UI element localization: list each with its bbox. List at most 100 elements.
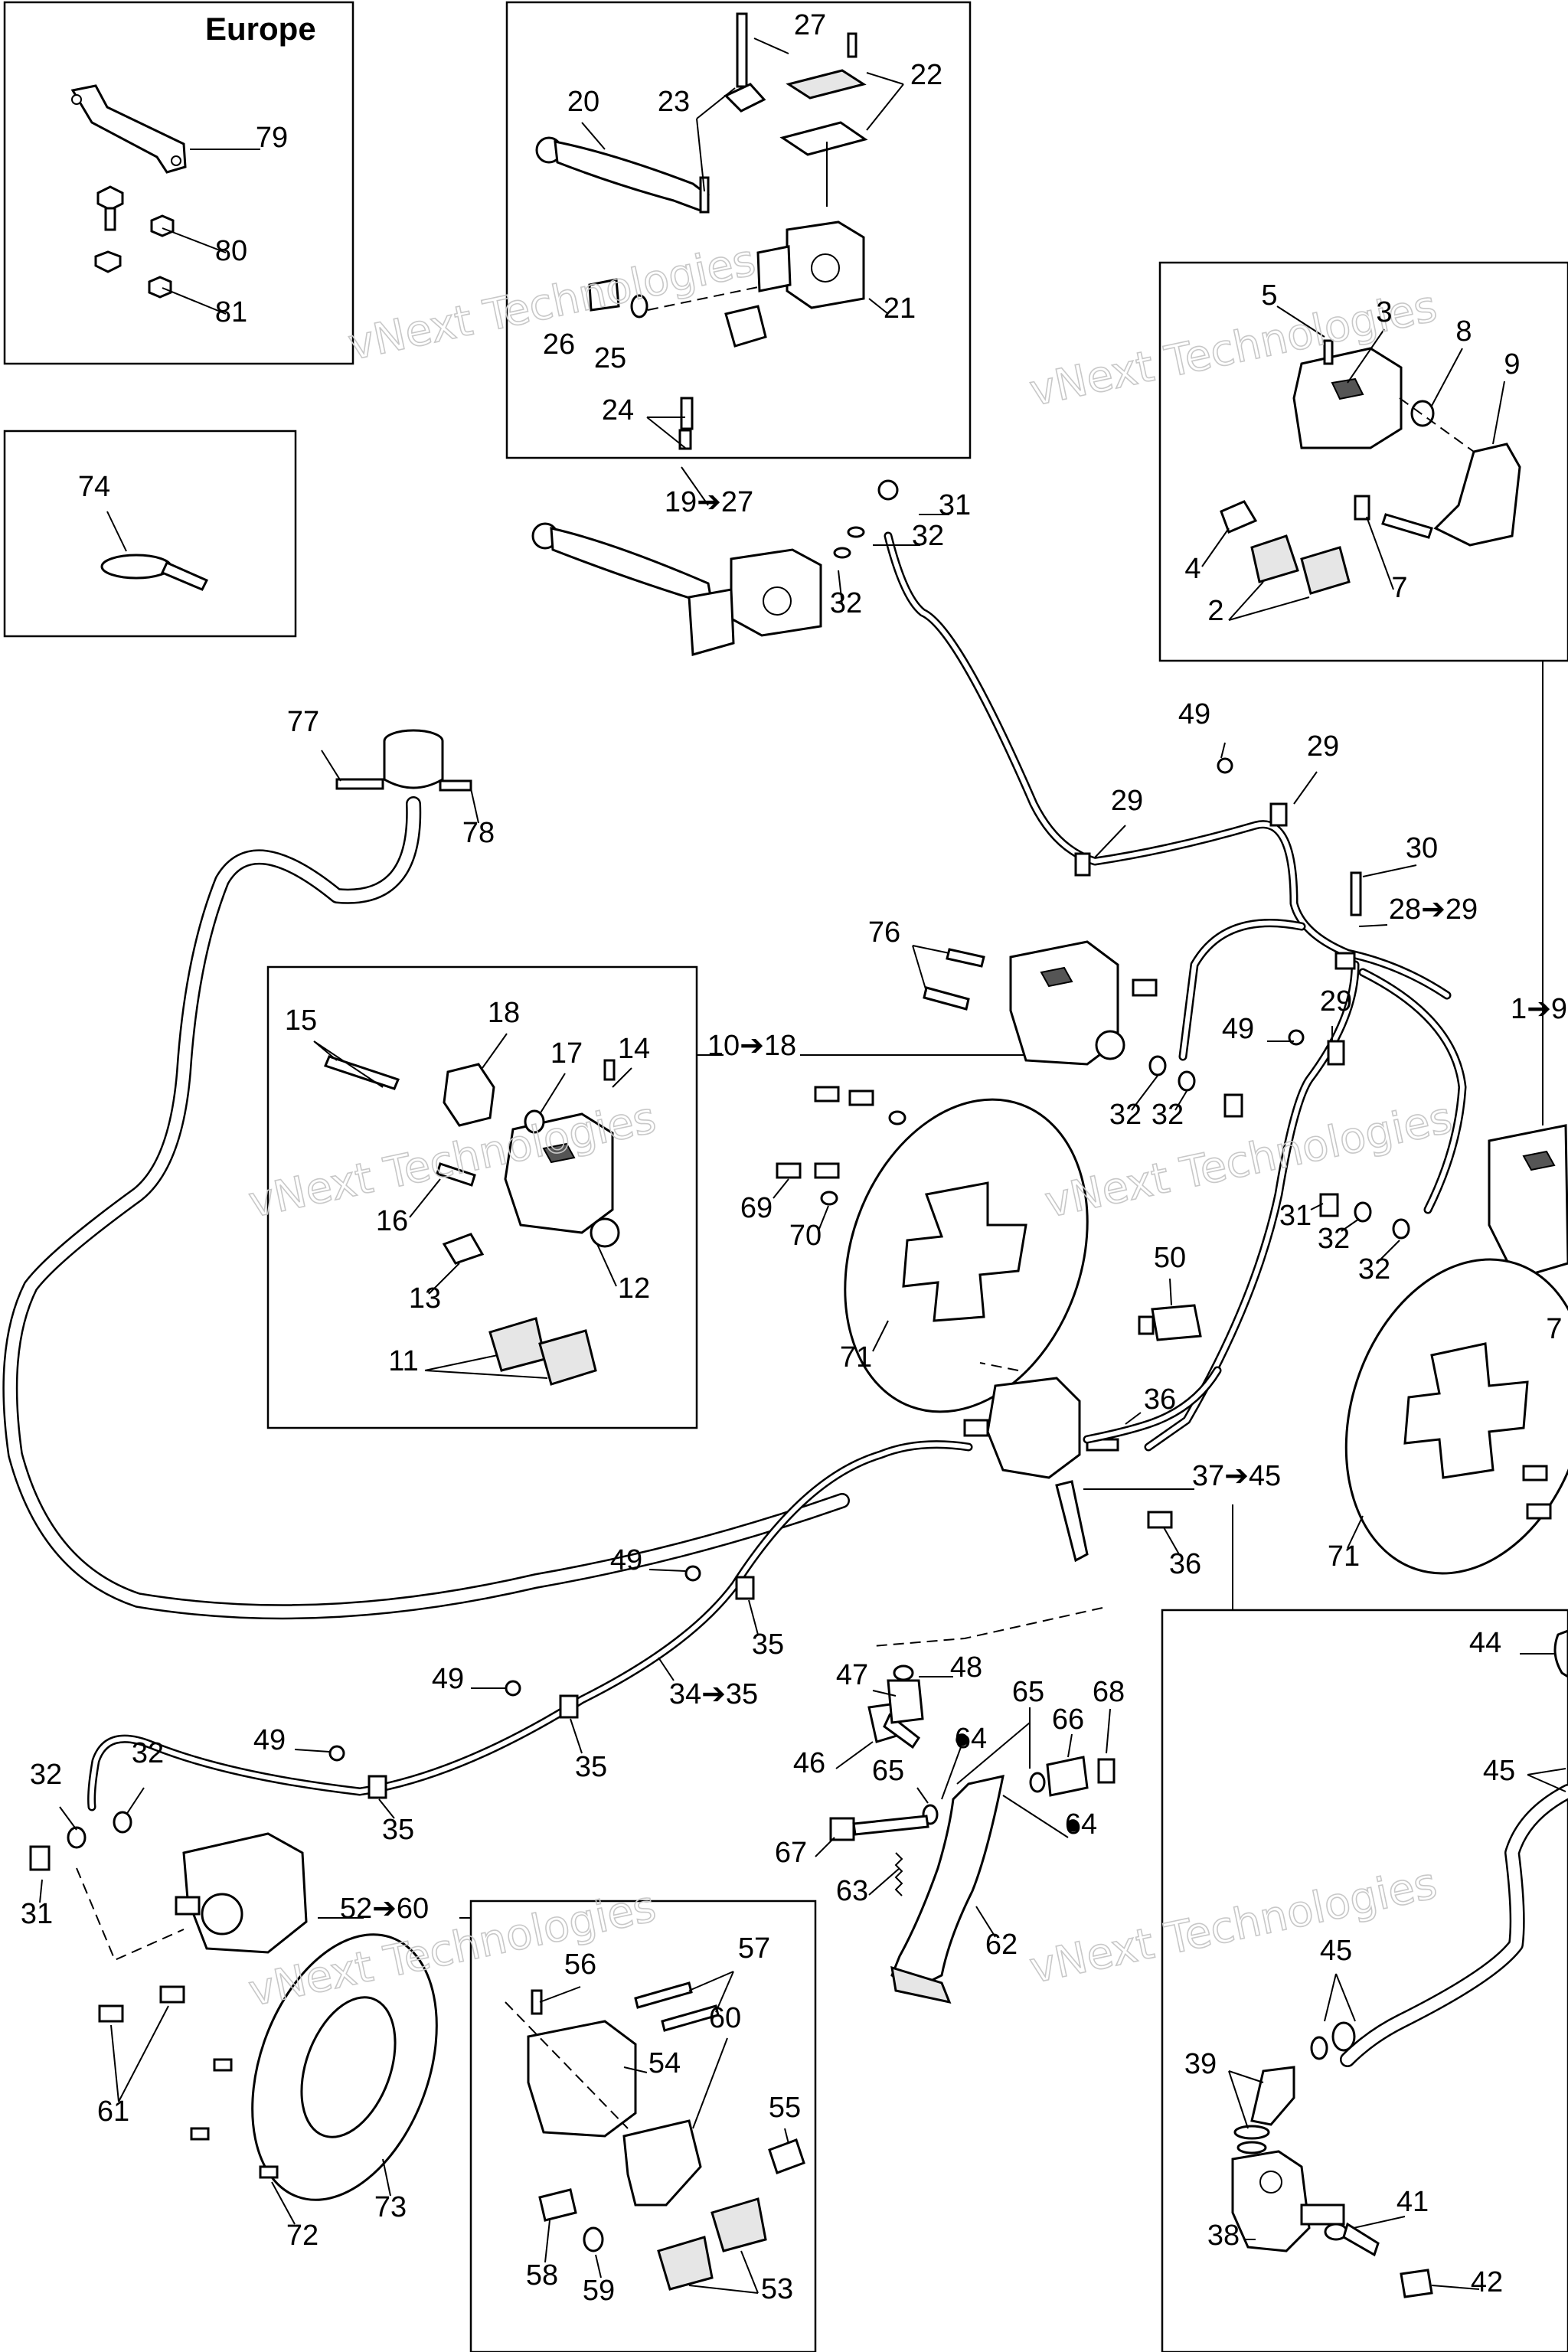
callout-c32e: 32 (1318, 1223, 1350, 1255)
callout-c10-18: 10➔18 (707, 1030, 796, 1062)
callout-c65b: 65 (872, 1755, 904, 1787)
callout-c81: 81 (215, 296, 247, 328)
bracket-60 (622, 2119, 702, 2207)
callout-c36a: 36 (1144, 1383, 1176, 1416)
callout-c32a: 32 (912, 520, 944, 552)
callout-c12: 12 (618, 1272, 650, 1305)
callout-c49d: 49 (432, 1663, 464, 1695)
callout-c15: 15 (285, 1004, 317, 1037)
callout-c20: 20 (567, 86, 599, 118)
callout-c59: 59 (583, 2275, 615, 2307)
callout-c56: 56 (564, 1949, 596, 1981)
brake-lever-20 (535, 136, 710, 212)
callout-c49b: 49 (1222, 1013, 1254, 1045)
caliper-3 (1292, 339, 1403, 449)
bolt-67 (829, 1815, 929, 1841)
svg-text:vNext Technologies: vNext Technologies (1040, 1093, 1456, 1228)
callout-c77: 77 (287, 706, 319, 738)
spring-55 (768, 2138, 805, 2174)
caliper-76 (923, 940, 1158, 1066)
callout-c76: 76 (868, 916, 900, 949)
callout-c24: 24 (602, 394, 634, 426)
callout-c49a: 49 (1178, 698, 1210, 730)
rear-caliper-box (469, 1900, 817, 2352)
callout-c41: 41 (1396, 2186, 1429, 2218)
boot-41-42 (1324, 2222, 1433, 2298)
droplet-64a: ● (953, 1723, 971, 1755)
bolts-72 (190, 2058, 279, 2179)
callout-c60: 60 (709, 2002, 741, 2034)
callout-c7: 7 (1391, 572, 1407, 604)
callout-c31c: 31 (21, 1898, 53, 1930)
callout-c5: 5 (1261, 279, 1277, 312)
clips-35 (328, 1565, 755, 1799)
callout-c67: 67 (775, 1837, 807, 1869)
callout-c78: 78 (462, 817, 495, 849)
pads-53 (657, 2197, 767, 2291)
callout-c14: 14 (618, 1033, 650, 1065)
bracket-9 (1433, 443, 1521, 547)
callout-c68: 68 (1093, 1676, 1125, 1708)
callout-c35b: 35 (575, 1751, 607, 1783)
callout-c31a: 31 (939, 489, 971, 521)
brake-line-28c (1358, 968, 1467, 1214)
svg-text:vNext Technologies: vNext Technologies (1025, 1859, 1441, 1994)
disc-71-right (1344, 1258, 1568, 1575)
clamp-box (3, 430, 297, 638)
callout-c31b: 31 (1279, 1200, 1312, 1232)
callout-c18a: 18 (488, 997, 520, 1029)
callout-c32h: 32 (132, 1737, 164, 1769)
caliper-54 (527, 1989, 637, 2138)
callout-c11: 11 (388, 1345, 418, 1377)
rear-caliper (175, 1832, 308, 1954)
callout-c8: 8 (1455, 315, 1472, 348)
disc-71-center (844, 1098, 1089, 1413)
spring-63 (894, 1852, 903, 1896)
bracket-79 (70, 84, 187, 174)
callout-c63: 63 (836, 1875, 868, 1907)
callout-c30: 30 (1406, 832, 1438, 864)
callout-c32d: 32 (1152, 1099, 1184, 1131)
spring-13 (442, 1233, 485, 1265)
callout-c32g: 32 (30, 1759, 62, 1791)
callout-c28-29: 28➔29 (1389, 893, 1478, 926)
hose-45 (1340, 1784, 1568, 2067)
rear-master-cylinder-box (1161, 1609, 1568, 2352)
callout-c22: 22 (910, 59, 942, 91)
callout-c13: 13 (409, 1282, 441, 1315)
disc-bolts-69-70 (776, 1086, 906, 1206)
clamp-24 (678, 305, 767, 450)
callout-c45b: 45 (1320, 1935, 1352, 1967)
clevis-46-48 (867, 1664, 924, 1749)
fittings-31-32-rear (29, 1811, 132, 1871)
master-cylinder-38 (1231, 2150, 1345, 2252)
callout-c23: 23 (658, 86, 690, 118)
callout-c39: 39 (1184, 2048, 1217, 2080)
cover-22 (779, 69, 868, 156)
callout-c69: 69 (740, 1192, 773, 1224)
caliper-12 (504, 1112, 620, 1248)
callout-c73: 73 (374, 2191, 407, 2223)
spring-4 (1220, 500, 1258, 534)
callout-c62: 62 (985, 1929, 1018, 1961)
master-cylinder-box (505, 1, 972, 459)
europe-box (3, 1, 354, 365)
caliper-right (1488, 1124, 1568, 1280)
callout-c4: 4 (1184, 553, 1200, 585)
pivot-65-68 (922, 1756, 1116, 1825)
callout-c16: 16 (376, 1205, 408, 1237)
callout-c38: 38 (1207, 2220, 1240, 2252)
callout-c80: 80 (215, 235, 247, 267)
callout-c65a: 65 (1012, 1676, 1044, 1708)
callout-c46: 46 (793, 1747, 825, 1779)
callout-c3: 3 (1376, 296, 1392, 328)
brake-light-switch-50 (1138, 1304, 1202, 1341)
watermark-4: vNext Technologies (1040, 1093, 1457, 1229)
fittings-31-32-right (1319, 1193, 1410, 1240)
callout-c35a: 35 (752, 1628, 784, 1661)
callout-c79: 79 (256, 122, 288, 154)
callout-c27: 27 (794, 9, 826, 41)
callout-c64b: 64 (1065, 1808, 1097, 1841)
